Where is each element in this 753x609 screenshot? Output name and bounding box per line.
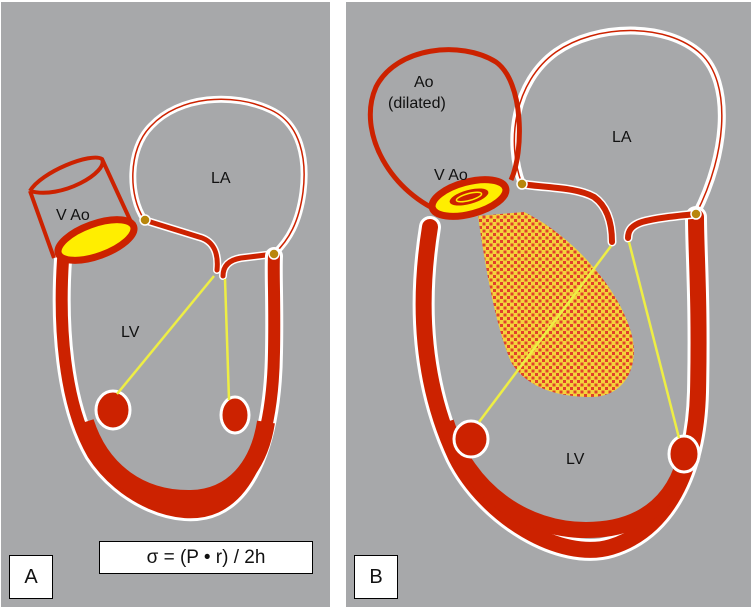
wall-stress-formula: σ = (P • r) / 2h — [99, 541, 313, 574]
regurgitant-jet — [478, 212, 634, 397]
papillary-muscle-left — [94, 389, 132, 431]
lv-apex — [76, 419, 275, 509]
dilated-aorta — [367, 47, 522, 217]
chorda-left — [116, 275, 215, 395]
panel-label-a: A — [9, 555, 53, 599]
mitral-hinge-anterior — [516, 178, 528, 190]
mitral-hinge-anterior — [139, 214, 151, 226]
label-la: LA — [211, 170, 231, 187]
panel-label-b: B — [354, 555, 398, 599]
mitral-hinge-posterior — [268, 248, 280, 260]
label-ao-dilated: (dilated) — [388, 95, 446, 112]
label-lv: LV — [121, 324, 140, 341]
panel-b-heart-diagram: Ao (dilated) LA V Ao LV — [367, 26, 726, 561]
mitral-hinge-posterior — [690, 208, 702, 220]
panel-a-heart-diagram: LA V Ao LV — [28, 95, 308, 522]
label-v-ao: V Ao — [434, 167, 468, 184]
panel-a: LA V Ao LV σ = (P • r) / 2h A — [1, 2, 330, 607]
chorda-left — [478, 245, 612, 423]
aortic-valve — [54, 216, 138, 264]
mitral-anterior-leaflet — [140, 216, 222, 274]
aortic-root — [28, 155, 133, 259]
chorda-right — [627, 241, 681, 439]
papillary-muscle-left — [452, 419, 490, 459]
lv-apex — [438, 419, 696, 539]
label-lv: LV — [566, 451, 585, 468]
label-ao: Ao — [414, 74, 434, 91]
papillary-muscle-right — [219, 395, 251, 435]
papillary-muscle-right — [667, 434, 701, 474]
label-v-ao: V Ao — [56, 207, 90, 224]
chorda-right — [223, 278, 231, 401]
label-la: LA — [612, 129, 632, 146]
panel-b: Ao (dilated) LA V Ao LV B — [346, 2, 751, 607]
